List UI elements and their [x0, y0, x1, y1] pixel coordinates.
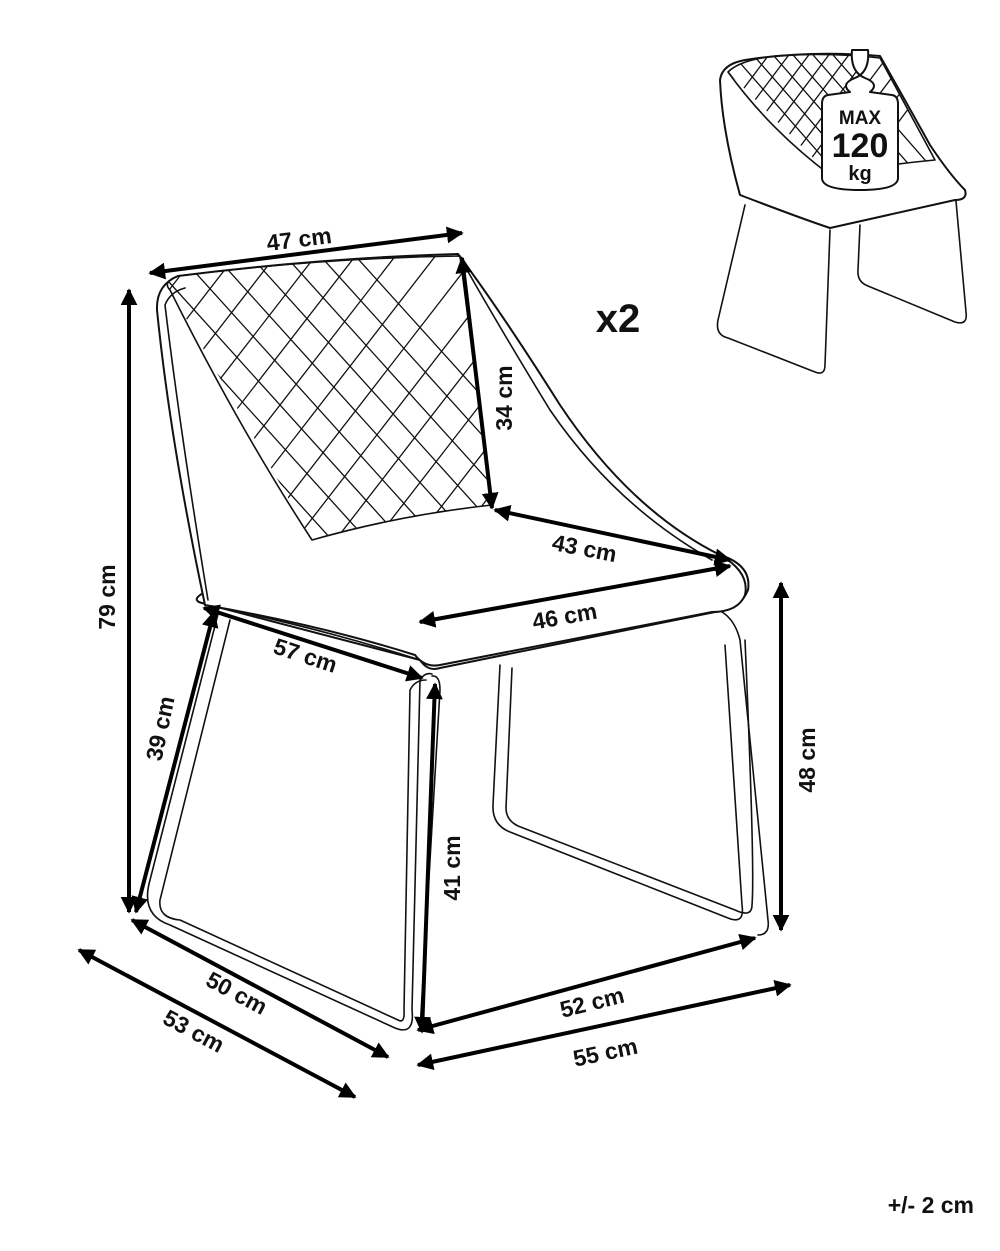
weight-icon — [821, 49, 899, 191]
load-value-label: 120 — [832, 127, 889, 165]
dim-seat-width — [418, 560, 732, 628]
quantity-label: x2 — [596, 297, 641, 341]
dim-side-depth-top — [202, 604, 424, 682]
label-overall-height: 79 cm — [94, 564, 120, 629]
dim-base-depth — [130, 918, 390, 1059]
dim-overall-width — [416, 979, 792, 1071]
label-leg-front-left: 39 cm — [141, 694, 180, 763]
dim-backrest-width — [148, 226, 464, 280]
chair-shell — [155, 253, 747, 667]
dim-leg-front — [414, 682, 443, 1034]
dimension-lines — [77, 226, 792, 1099]
label-seat-height: 48 cm — [794, 727, 820, 792]
front-sled-frame — [146, 613, 433, 1031]
load-max-label: MAX — [839, 108, 882, 129]
tolerance-note: +/- 2 cm — [888, 1192, 974, 1218]
rear-sled-frame — [492, 644, 744, 921]
dim-leg-front-left — [131, 610, 219, 914]
dim-seat-depth — [493, 504, 732, 566]
label-backrest-height: 34 cm — [491, 365, 517, 430]
dim-backrest-height — [455, 256, 499, 510]
load-unit-label: kg — [848, 163, 871, 185]
dim-overall-depth — [77, 948, 357, 1099]
chair-drawing — [146, 253, 770, 1031]
label-leg-front: 41 cm — [439, 835, 465, 900]
load-capacity-illustration: MAX 120 kg — [716, 49, 968, 374]
label-overall-width: 55 cm — [571, 1033, 640, 1072]
